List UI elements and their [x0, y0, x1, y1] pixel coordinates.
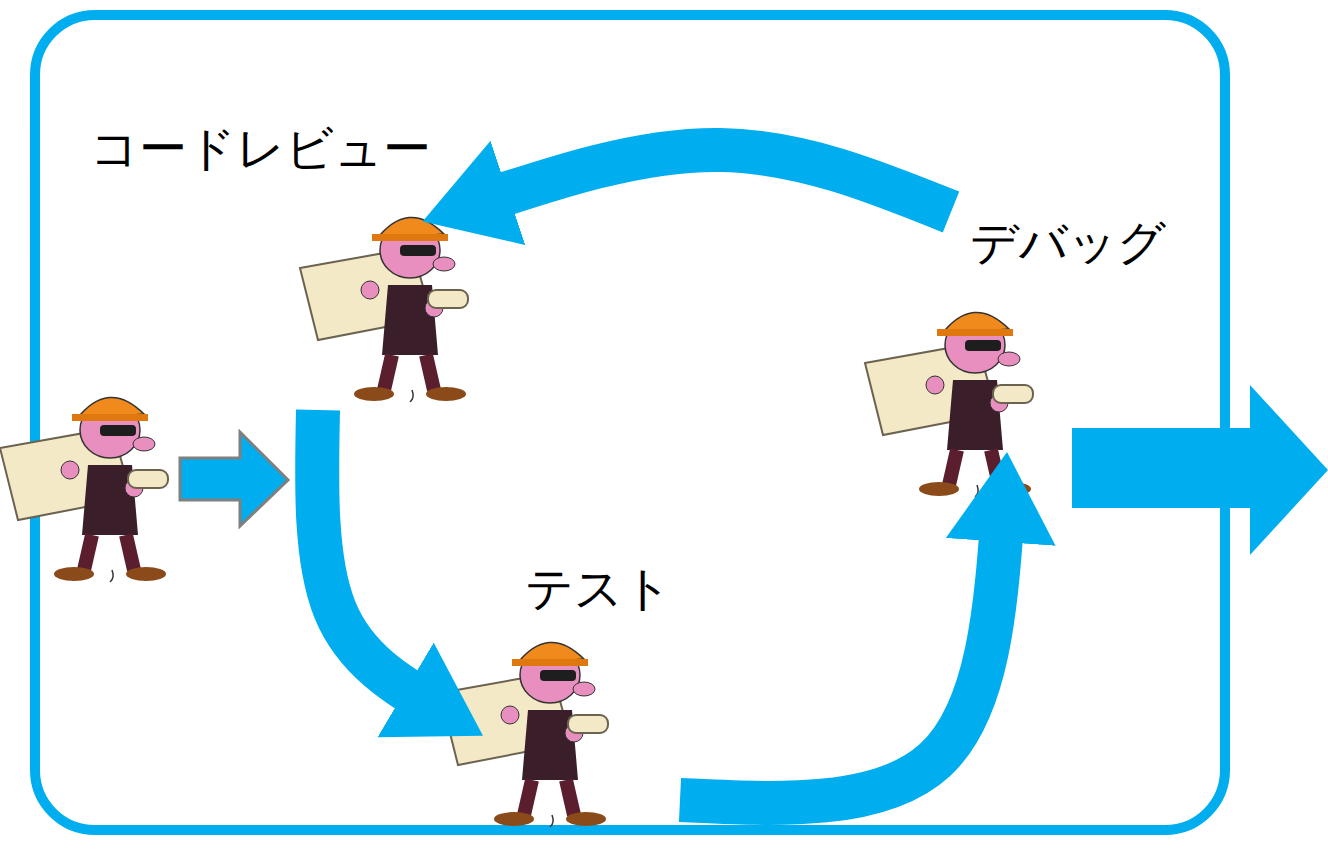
frame-outline [35, 15, 1225, 830]
engineer-figure [865, 312, 1033, 497]
process-step: テスト [440, 558, 680, 830]
process-step: コードレビュー [90, 118, 470, 410]
cycle-arrow [680, 502, 1004, 803]
engineer-figure [300, 217, 468, 402]
cycle-arrow [470, 150, 951, 212]
step-label: コードレビュー [90, 118, 431, 178]
cycle-arrow [317, 410, 440, 710]
input-arrow [180, 432, 288, 526]
step-label: テスト [525, 558, 672, 618]
output-arrow [1072, 385, 1328, 555]
process-step: デバッグ [860, 212, 1210, 502]
engineer-figure [440, 642, 608, 827]
engineer-figure [0, 397, 168, 582]
step-label: デバッグ [970, 212, 1166, 272]
